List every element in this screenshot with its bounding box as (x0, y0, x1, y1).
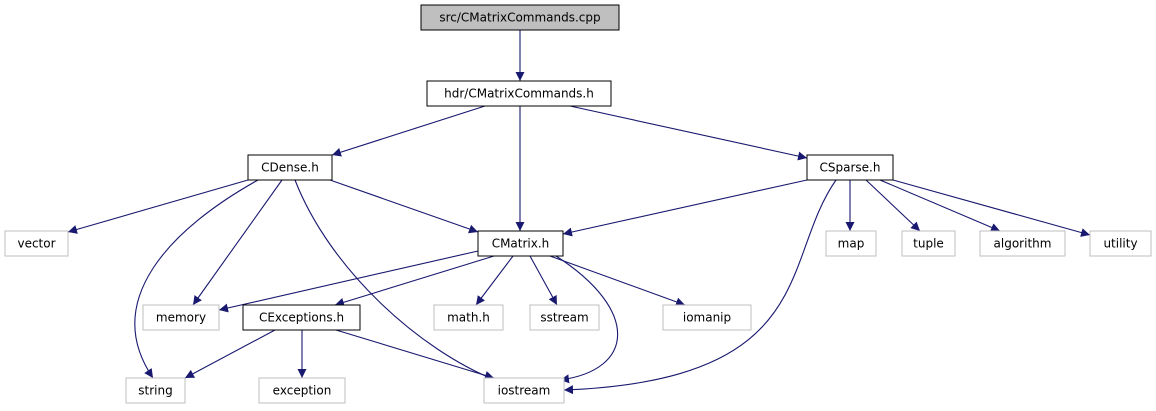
node-box-map (825, 230, 877, 257)
node-label-cexceptions: CExceptions.h (259, 311, 344, 325)
node-label-utility: utility (1103, 237, 1137, 251)
edge-cmatrix-to-iostream (555, 255, 619, 384)
node-box-cmatrix (477, 230, 564, 257)
edge-cmatrix-to-iomanip (549, 255, 686, 307)
node-label-csparse: CSparse.h (820, 161, 881, 175)
node-box-sstream (529, 304, 600, 331)
node-box-exception (258, 377, 346, 404)
edge-cmc_h-to-cdense (331, 105, 486, 157)
edge-cmc_h-to-csparse (569, 105, 808, 161)
node-tuple: tuple (901, 230, 956, 257)
node-box-algorithm (979, 230, 1066, 257)
node-sstream: sstream (529, 304, 600, 331)
node-label-exception: exception (273, 384, 332, 398)
node-iomanip: iomanip (662, 304, 752, 331)
edge-csparse-to-cmatrix (562, 179, 808, 237)
node-map: map (825, 230, 877, 257)
edge-cmatrix-to-memory (218, 250, 479, 313)
node-utility: utility (1089, 230, 1152, 257)
node-label-cdense: CDense.h (261, 161, 319, 175)
node-box-math (433, 304, 504, 331)
edge-csparse-to-iostream (563, 179, 837, 395)
node-cdense[interactable]: CDense.h (247, 154, 333, 181)
node-label-sstream: sstream (540, 311, 588, 325)
edge-csparse-to-algorithm (879, 179, 1001, 232)
edge-cdense-to-vector (67, 179, 249, 234)
node-label-memory: memory (156, 311, 206, 325)
edge-cdense-to-string (134, 179, 259, 379)
edge-cexceptions-to-iostream (335, 329, 495, 380)
node-label-cmc_h: hdr/CMatrixCommands.h (444, 87, 594, 101)
edge-cmatrix-to-cexceptions (334, 255, 495, 307)
node-box-iostream (483, 377, 565, 404)
node-box-csparse (806, 154, 894, 181)
node-box-cmc_cpp (420, 4, 620, 31)
node-memory: memory (142, 304, 220, 331)
node-exception: exception (258, 377, 346, 404)
node-string: string (125, 377, 186, 404)
node-box-cmc_h (426, 80, 612, 107)
nodes-layer: src/CMatrixCommands.cpp hdr/CMatrixComman… (4, 4, 1152, 404)
edge-cmatrix-to-sstream (529, 255, 558, 306)
node-box-memory (142, 304, 220, 331)
node-csparse[interactable]: CSparse.h (806, 154, 894, 181)
node-label-map: map (838, 237, 865, 251)
node-box-utility (1089, 230, 1152, 257)
node-label-iostream: iostream (498, 384, 551, 398)
node-algorithm: algorithm (979, 230, 1066, 257)
edge-csparse-to-utility (892, 179, 1091, 237)
node-label-tuple: tuple (913, 237, 944, 251)
edge-cdense-to-memory (192, 179, 283, 306)
edge-cdense-to-cmatrix (329, 179, 479, 234)
node-cmc_h[interactable]: hdr/CMatrixCommands.h (426, 80, 612, 107)
node-box-vector (4, 230, 69, 257)
edge-cmatrix-to-math (475, 255, 514, 306)
edge-cdense-to-iostream (294, 179, 496, 381)
edge-cexceptions-to-string (184, 329, 276, 379)
edges-layer (67, 30, 1091, 395)
edge-csparse-to-tuple (865, 179, 921, 232)
node-box-cdense (247, 154, 333, 181)
node-label-math: math.h (447, 311, 490, 325)
node-label-algorithm: algorithm (994, 237, 1052, 251)
node-label-string: string (138, 384, 172, 398)
node-label-vector: vector (17, 237, 55, 251)
node-box-string (125, 377, 186, 404)
node-box-cexceptions (242, 304, 361, 331)
node-box-iomanip (662, 304, 752, 331)
node-vector: vector (4, 230, 69, 257)
node-label-cmc_cpp: src/CMatrixCommands.cpp (439, 11, 600, 25)
node-math: math.h (433, 304, 504, 331)
node-label-iomanip: iomanip (683, 311, 731, 325)
node-cexceptions[interactable]: CExceptions.h (242, 304, 361, 331)
node-box-tuple (901, 230, 956, 257)
node-label-cmatrix: CMatrix.h (492, 237, 550, 251)
node-cmc_cpp[interactable]: src/CMatrixCommands.cpp (420, 4, 620, 31)
node-iostream: iostream (483, 377, 565, 404)
node-cmatrix[interactable]: CMatrix.h (477, 230, 564, 257)
